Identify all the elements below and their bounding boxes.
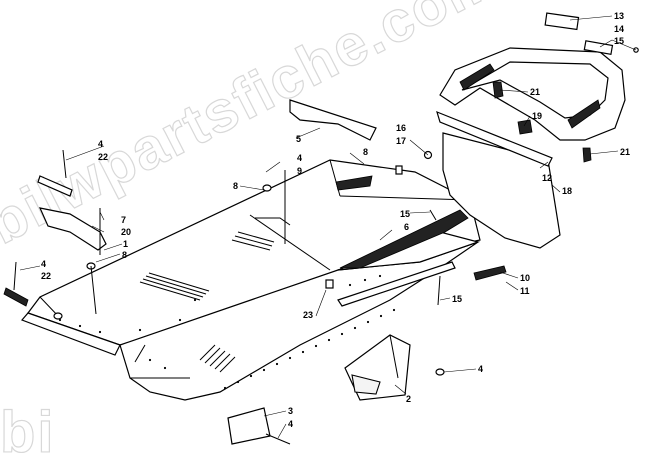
part-2-bracket — [344, 334, 411, 401]
tunnel-assembly — [20, 159, 481, 401]
label-1: 1 — [123, 239, 128, 249]
part-6-insert — [339, 209, 469, 269]
label-20: 20 — [121, 227, 131, 237]
label-3: 3 — [288, 406, 293, 416]
label-2: 2 — [406, 394, 411, 404]
label-15-mid: 15 — [400, 209, 410, 219]
part-22-grip-lower — [3, 287, 29, 307]
rail-rod — [337, 261, 456, 307]
label-16: 16 — [396, 123, 406, 133]
label-9: 9 — [297, 166, 302, 176]
label-10: 10 — [520, 273, 530, 283]
label-6: 6 — [404, 222, 409, 232]
label-22-left: 22 — [98, 152, 108, 162]
label-22-far-left: 22 — [41, 271, 51, 281]
label-4-left: 4 — [98, 139, 103, 149]
label-5: 5 — [296, 134, 301, 144]
part-5-plate — [289, 99, 377, 141]
fasteners — [13, 149, 445, 445]
label-4-bottom: 4 — [288, 419, 293, 429]
part-3-plate — [227, 407, 271, 445]
label-21-top: 21 — [530, 87, 540, 97]
label-11: 11 — [520, 286, 530, 296]
label-8-top: 8 — [363, 147, 368, 157]
part-20-bracket — [38, 207, 107, 251]
part-10-grip — [473, 265, 507, 281]
label-15-low: 15 — [452, 294, 462, 304]
top-vent-hatch — [139, 231, 275, 301]
label-14: 14 — [614, 24, 624, 34]
side-vent-hatch — [199, 344, 236, 373]
label-8-low: 8 — [122, 250, 127, 260]
label-4-right: 4 — [478, 364, 483, 374]
label-17: 17 — [396, 136, 406, 146]
label-7: 7 — [121, 215, 126, 225]
label-13: 13 — [614, 11, 624, 21]
watermark-text-bottom: bi — [0, 400, 56, 453]
part-labels: 13 14 15 21 16 17 19 21 12 18 5 8 4 9 8 … — [41, 11, 630, 429]
rear-flap — [423, 110, 561, 249]
label-23: 23 — [303, 310, 313, 320]
part-22-grip-upper — [37, 175, 73, 197]
label-12: 12 — [542, 173, 552, 183]
rear-bumper-rack — [439, 12, 639, 163]
label-18: 18 — [562, 186, 572, 196]
leader-lines — [19, 15, 637, 439]
label-8-mid: 8 — [233, 181, 238, 191]
label-4-mid: 4 — [297, 153, 302, 163]
label-4-far-left: 4 — [41, 259, 46, 269]
label-19: 19 — [532, 111, 542, 121]
label-15-top: 15 — [614, 36, 624, 46]
label-21-right: 21 — [620, 147, 630, 157]
